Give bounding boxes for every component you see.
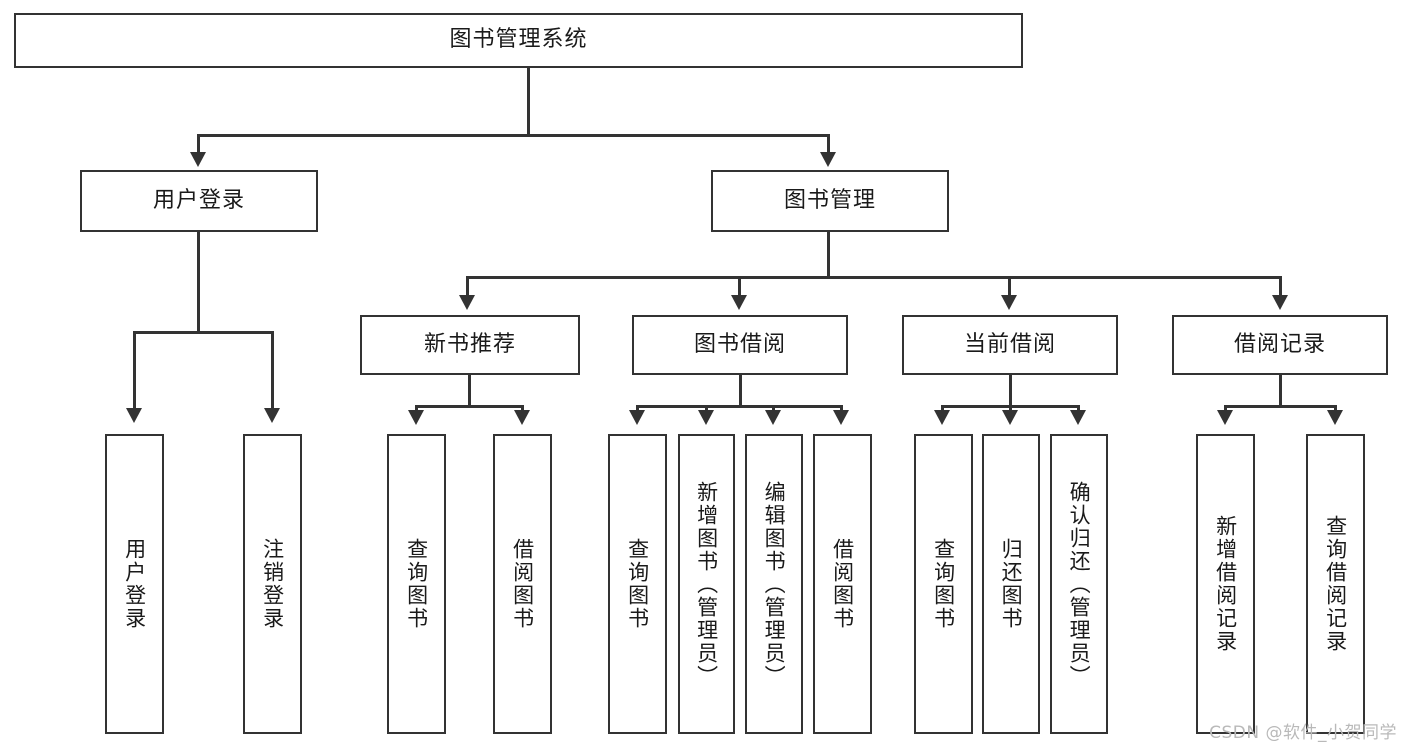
- leaf-new-book-borrow[interactable]: 借阅图书: [493, 434, 552, 734]
- arrowhead-current-borrow-leaf-1: [1002, 410, 1018, 425]
- edge-bm-to-book-borrow: [738, 276, 741, 300]
- node-user-login[interactable]: 用户登录: [80, 170, 318, 232]
- node-label: 用户登录: [122, 538, 147, 630]
- edge-borrow-record-stem: [1279, 375, 1282, 407]
- leaf-user-login-logout[interactable]: 注销登录: [243, 434, 302, 734]
- arrowhead-to-book-management: [820, 152, 836, 167]
- edge-user-login-stem: [197, 232, 200, 333]
- edge-new-book-bus: [415, 405, 524, 408]
- node-label: 注销登录: [260, 538, 285, 630]
- node-label: 查询图书: [931, 538, 956, 630]
- arrowhead-borrow-record-leaf-1: [1327, 410, 1343, 425]
- node-label: 确认归还（管理员）: [1067, 480, 1092, 688]
- node-label: 查询借阅记录: [1323, 515, 1348, 653]
- node-label: 新书推荐: [423, 331, 516, 357]
- leaf-borrow-record-query[interactable]: 查询借阅记录: [1306, 434, 1365, 734]
- edge-user-login-bus: [133, 331, 274, 334]
- node-book-borrow[interactable]: 图书借阅: [632, 315, 848, 375]
- node-label: 借阅图书: [510, 538, 535, 630]
- node-label: 图书借阅: [693, 331, 786, 357]
- csdn-watermark: CSDN @软件_小贺同学: [1209, 723, 1397, 743]
- leaf-new-book-query[interactable]: 查询图书: [387, 434, 446, 734]
- node-label: 编辑图书（管理员）: [762, 480, 787, 688]
- node-label: 查询图书: [625, 538, 650, 630]
- arrowhead-borrow-record-leaf-0: [1217, 410, 1233, 425]
- node-label: 查询图书: [404, 538, 429, 630]
- leaf-book-borrow-query[interactable]: 查询图书: [608, 434, 667, 734]
- node-label: 图书管理: [783, 187, 876, 213]
- arrowhead-to-user-login: [190, 152, 206, 167]
- leaf-book-borrow-edit[interactable]: 编辑图书（管理员）: [745, 434, 803, 734]
- node-book-management[interactable]: 图书管理: [711, 170, 949, 232]
- arrowhead-new-book-recommend: [459, 295, 475, 310]
- edge-current-borrow-stem: [1009, 375, 1012, 407]
- node-new-book-recommend[interactable]: 新书推荐: [360, 315, 580, 375]
- arrowhead-book-borrow-leaf-1: [698, 410, 714, 425]
- node-label: 新增图书（管理员）: [694, 480, 719, 688]
- leaf-borrow-record-add[interactable]: 新增借阅记录: [1196, 434, 1255, 734]
- node-label: 图书管理系统: [449, 27, 588, 53]
- arrowhead-current-borrow-leaf-0: [934, 410, 950, 425]
- edge-borrow-record-bus: [1224, 405, 1337, 408]
- edge-new-book-stem: [468, 375, 471, 407]
- node-label: 借阅记录: [1233, 331, 1326, 357]
- node-label: 用户登录: [152, 187, 245, 213]
- arrowhead-current-borrow-leaf-2: [1070, 410, 1086, 425]
- edge-root-bus: [197, 134, 830, 137]
- arrowhead-new-book-leaf-1: [514, 410, 530, 425]
- arrowhead-user-login-leaf-0: [126, 408, 142, 423]
- node-label: 归还图书: [999, 538, 1024, 630]
- edge-user-login-to-leaf-1: [271, 331, 274, 413]
- node-root-library-management-system[interactable]: 图书管理系统: [14, 13, 1023, 68]
- arrowhead-book-borrow-leaf-3: [833, 410, 849, 425]
- arrowhead-book-borrow-leaf-2: [765, 410, 781, 425]
- node-current-borrow[interactable]: 当前借阅: [902, 315, 1118, 375]
- edge-bm-to-borrow-record: [1279, 276, 1282, 300]
- leaf-user-login-login[interactable]: 用户登录: [105, 434, 164, 734]
- edge-bm-to-current-borrow: [1008, 276, 1011, 300]
- arrowhead-user-login-leaf-1: [264, 408, 280, 423]
- leaf-book-borrow-add[interactable]: 新增图书（管理员）: [678, 434, 735, 734]
- edge-user-login-to-leaf-0: [133, 331, 136, 413]
- leaf-current-borrow-confirm-return[interactable]: 确认归还（管理员）: [1050, 434, 1108, 734]
- arrowhead-new-book-leaf-0: [408, 410, 424, 425]
- leaf-book-borrow-borrow[interactable]: 借阅图书: [813, 434, 872, 734]
- edge-book-borrow-stem: [739, 375, 742, 407]
- arrowhead-current-borrow: [1001, 295, 1017, 310]
- node-label: 当前借阅: [963, 331, 1056, 357]
- node-label: 借阅图书: [830, 538, 855, 630]
- edge-root-stem: [527, 68, 530, 136]
- leaf-current-borrow-query[interactable]: 查询图书: [914, 434, 973, 734]
- node-label: 新增借阅记录: [1213, 515, 1238, 653]
- edge-bm-to-new-book: [466, 276, 469, 300]
- edge-book-management-stem: [827, 232, 830, 278]
- edge-root-to-book-management: [827, 134, 830, 156]
- node-borrow-record[interactable]: 借阅记录: [1172, 315, 1388, 375]
- edge-book-management-bus: [466, 276, 1282, 279]
- edge-book-borrow-bus: [636, 405, 843, 408]
- edge-root-to-user-login: [197, 134, 200, 156]
- arrowhead-book-borrow-leaf-0: [629, 410, 645, 425]
- arrowhead-book-borrow: [731, 295, 747, 310]
- leaf-current-borrow-return[interactable]: 归还图书: [982, 434, 1040, 734]
- arrowhead-borrow-record: [1272, 295, 1288, 310]
